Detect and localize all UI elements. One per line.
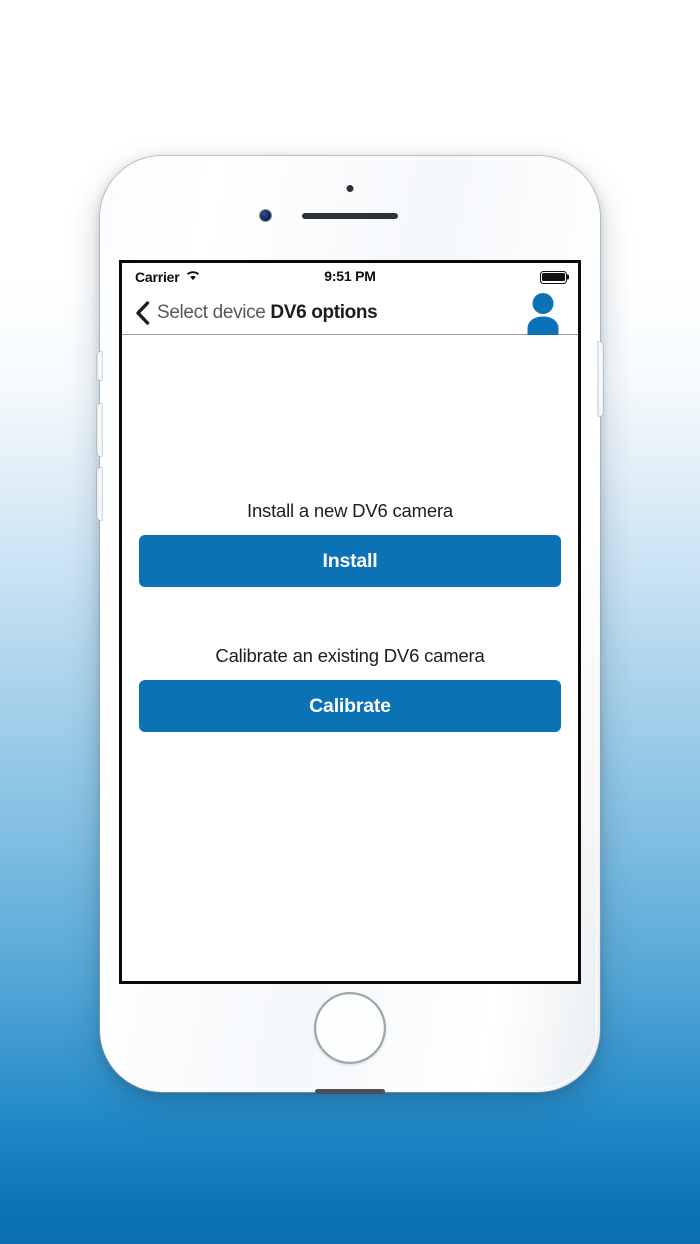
battery-cap	[567, 274, 570, 280]
phone-screen: Carrier 9:51 PM	[122, 263, 578, 981]
screen-bezel: Carrier 9:51 PM	[119, 260, 581, 984]
silent-switch[interactable]	[97, 352, 102, 380]
calibrate-section: Calibrate an existing DV6 camera Calibra…	[139, 645, 561, 733]
front-camera-icon	[260, 210, 271, 221]
calibrate-button[interactable]: Calibrate	[139, 680, 561, 733]
status-bar-right	[540, 270, 570, 284]
page-title: DV6 options	[270, 302, 378, 323]
install-section-label: Install a new DV6 camera	[247, 500, 453, 521]
carrier-label: Carrier	[135, 269, 180, 285]
power-button[interactable]	[598, 342, 603, 416]
back-chevron-icon[interactable]	[134, 300, 151, 326]
calibrate-section-label: Calibrate an existing DV6 camera	[215, 645, 485, 666]
install-button[interactable]: Install	[139, 535, 561, 588]
wifi-icon	[185, 268, 201, 286]
back-label: Select device	[157, 302, 271, 323]
volume-down-button[interactable]	[97, 468, 102, 520]
clock-label: 9:51 PM	[324, 268, 376, 284]
install-section: Install a new DV6 camera Install	[139, 500, 561, 588]
earpiece-speaker-icon	[302, 213, 398, 219]
status-bar-left: Carrier	[135, 268, 201, 286]
battery-full-icon	[540, 270, 570, 284]
volume-up-button[interactable]	[97, 404, 102, 456]
navigation-bar: Select device DV6 options	[122, 291, 578, 335]
main-content: Install a new DV6 camera Install Calibra…	[122, 335, 578, 981]
battery-fill	[542, 272, 565, 282]
proximity-sensor-icon	[346, 185, 354, 192]
breadcrumb[interactable]: Select device DV6 options	[157, 302, 378, 323]
phone-device-frame: Carrier 9:51 PM	[97, 156, 603, 1094]
status-bar: Carrier 9:51 PM	[122, 263, 578, 291]
home-button[interactable]	[314, 992, 386, 1064]
account-avatar-icon[interactable]	[520, 291, 566, 335]
bottom-notch	[315, 1089, 385, 1094]
